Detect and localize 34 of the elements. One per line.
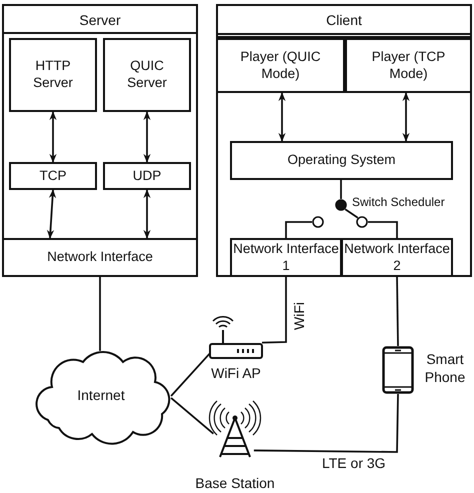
double-arrow <box>143 111 151 163</box>
node-caption: Smart Phone <box>424 350 466 386</box>
process-box: Network Interface 2 <box>341 238 453 277</box>
process-box: UDP <box>103 162 191 190</box>
connector-line <box>344 208 358 219</box>
connector-line <box>340 180 342 199</box>
double-arrow <box>143 189 151 239</box>
connector-line <box>99 277 101 351</box>
panel-title: Server <box>4 6 196 34</box>
process-box: HTTP Server <box>9 38 97 112</box>
connector-line <box>262 277 287 344</box>
process-box: Player (TCP Mode) <box>345 38 472 93</box>
connector-line <box>170 397 214 434</box>
connector-line <box>396 276 399 346</box>
process-box: Operating System <box>230 141 453 180</box>
server-panel <box>2 4 198 277</box>
connector-line <box>170 352 211 397</box>
node-label: Internet <box>77 387 125 405</box>
double-arrow <box>278 92 286 142</box>
node-caption: Switch Scheduler <box>352 196 445 210</box>
client-panel <box>216 4 472 277</box>
connector-line <box>285 221 312 238</box>
double-arrow <box>402 92 410 142</box>
double-arrow <box>46 189 56 239</box>
node-caption: WiFi AP <box>210 366 262 382</box>
connector-line <box>254 394 399 453</box>
edge-label: LTE or 3G <box>322 456 386 472</box>
process-box: Network Interface 1 <box>230 238 342 277</box>
double-arrow <box>49 111 57 163</box>
connector-line <box>368 221 398 238</box>
process-box: Player (QUIC Mode) <box>216 38 345 93</box>
process-box: TCP <box>9 162 97 190</box>
process-box: QUIC Server <box>103 38 191 112</box>
node-caption: Base Station <box>194 476 276 492</box>
